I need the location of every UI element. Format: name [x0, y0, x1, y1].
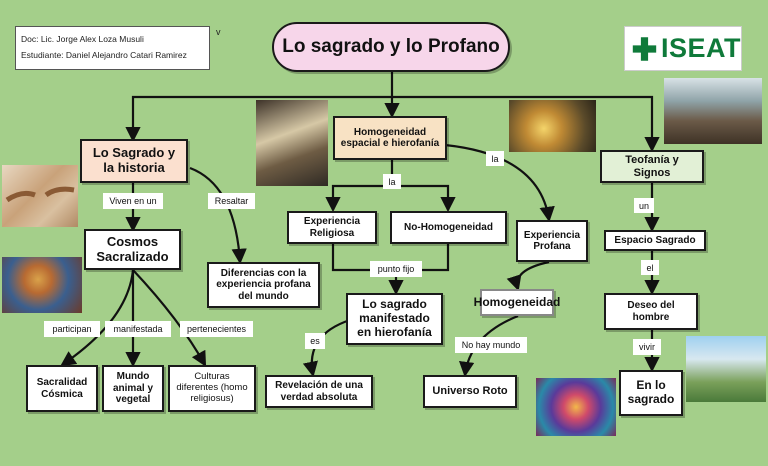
- node-homogeneidad[interactable]: Homogeneidad: [474, 289, 560, 316]
- crowd-painting-image: [664, 78, 762, 144]
- node-deseo[interactable]: Deseo del hombre: [604, 293, 698, 330]
- node-teofania[interactable]: Teofanía y Signos: [600, 150, 704, 183]
- node-sagrado-manifestado[interactable]: Lo sagrado manifestado en hierofanía: [346, 293, 443, 345]
- iseat-logo: ISEAT: [624, 26, 742, 71]
- node-diferencias[interactable]: Diferencias con la experiencia profana d…: [207, 262, 320, 308]
- node-exp-profana[interactable]: Experiencia Profana: [516, 220, 588, 262]
- node-sacralidad[interactable]: Sacralidad Cósmica: [26, 365, 98, 412]
- author-info-box: Doc: Lic. Jorge Alex Loza Musuli Estudia…: [15, 26, 210, 70]
- mosaic-image: [2, 257, 82, 313]
- node-culturas[interactable]: Culturas diferentes (homo religiosus): [168, 365, 256, 412]
- link-el: el: [641, 260, 659, 275]
- castle-image: [686, 336, 766, 402]
- link-vivir: vivir: [633, 339, 661, 355]
- creation-hands-image: [2, 165, 78, 227]
- node-universo-roto[interactable]: Universo Roto: [423, 375, 517, 408]
- annunciation-image: [256, 100, 328, 186]
- link-viven: Viven en un: [103, 193, 163, 209]
- node-exp-religiosa[interactable]: Experiencia Religiosa: [287, 211, 377, 244]
- node-no-homogeneidad[interactable]: No-Homogeneidad: [390, 211, 507, 244]
- fractal-image: [536, 378, 616, 436]
- node-homogeneidad-espacial[interactable]: Homogeneidad espacial e hierofanía: [333, 116, 447, 160]
- link-pertenecientes: pertenecientes: [180, 321, 253, 337]
- link-punto-fijo: punto fijo: [370, 261, 422, 277]
- page-title: Lo sagrado y lo Profano: [282, 36, 500, 58]
- node-espacio-sagrado[interactable]: Espacio Sagrado: [604, 230, 706, 251]
- node-revelacion[interactable]: Revelación de una verdad absoluta: [265, 375, 373, 408]
- link-manifestada: manifestada: [105, 321, 171, 337]
- link-la-right: la: [486, 151, 504, 166]
- logo-text: ISEAT: [660, 33, 741, 63]
- link-un: un: [634, 198, 654, 213]
- title-node[interactable]: Lo sagrado y lo Profano: [272, 22, 510, 72]
- node-cosmos[interactable]: Cosmos Sacralizado: [84, 229, 181, 270]
- link-participan: participan: [44, 321, 100, 337]
- student-line: Estudiante: Daniel Alejandro Catari Rami…: [21, 50, 187, 61]
- link-no-hay-mundo: No hay mundo: [455, 337, 527, 353]
- hands-icon: [5, 186, 75, 203]
- burning-bush-image: [509, 100, 596, 152]
- node-sagrado-historia[interactable]: Lo Sagrado y la historia: [80, 139, 188, 183]
- link-es: es: [305, 333, 325, 349]
- stray-mark: v: [216, 27, 221, 37]
- doc-line: Doc: Lic. Jorge Alex Loza Musuli: [21, 34, 144, 44]
- node-en-lo-sagrado[interactable]: En lo sagrado: [619, 370, 683, 416]
- link-resaltar: Resaltar: [208, 193, 255, 209]
- node-mundo[interactable]: Mundo animal y vegetal: [102, 365, 164, 412]
- link-la-center: la: [383, 174, 401, 189]
- cross-icon: [632, 36, 657, 61]
